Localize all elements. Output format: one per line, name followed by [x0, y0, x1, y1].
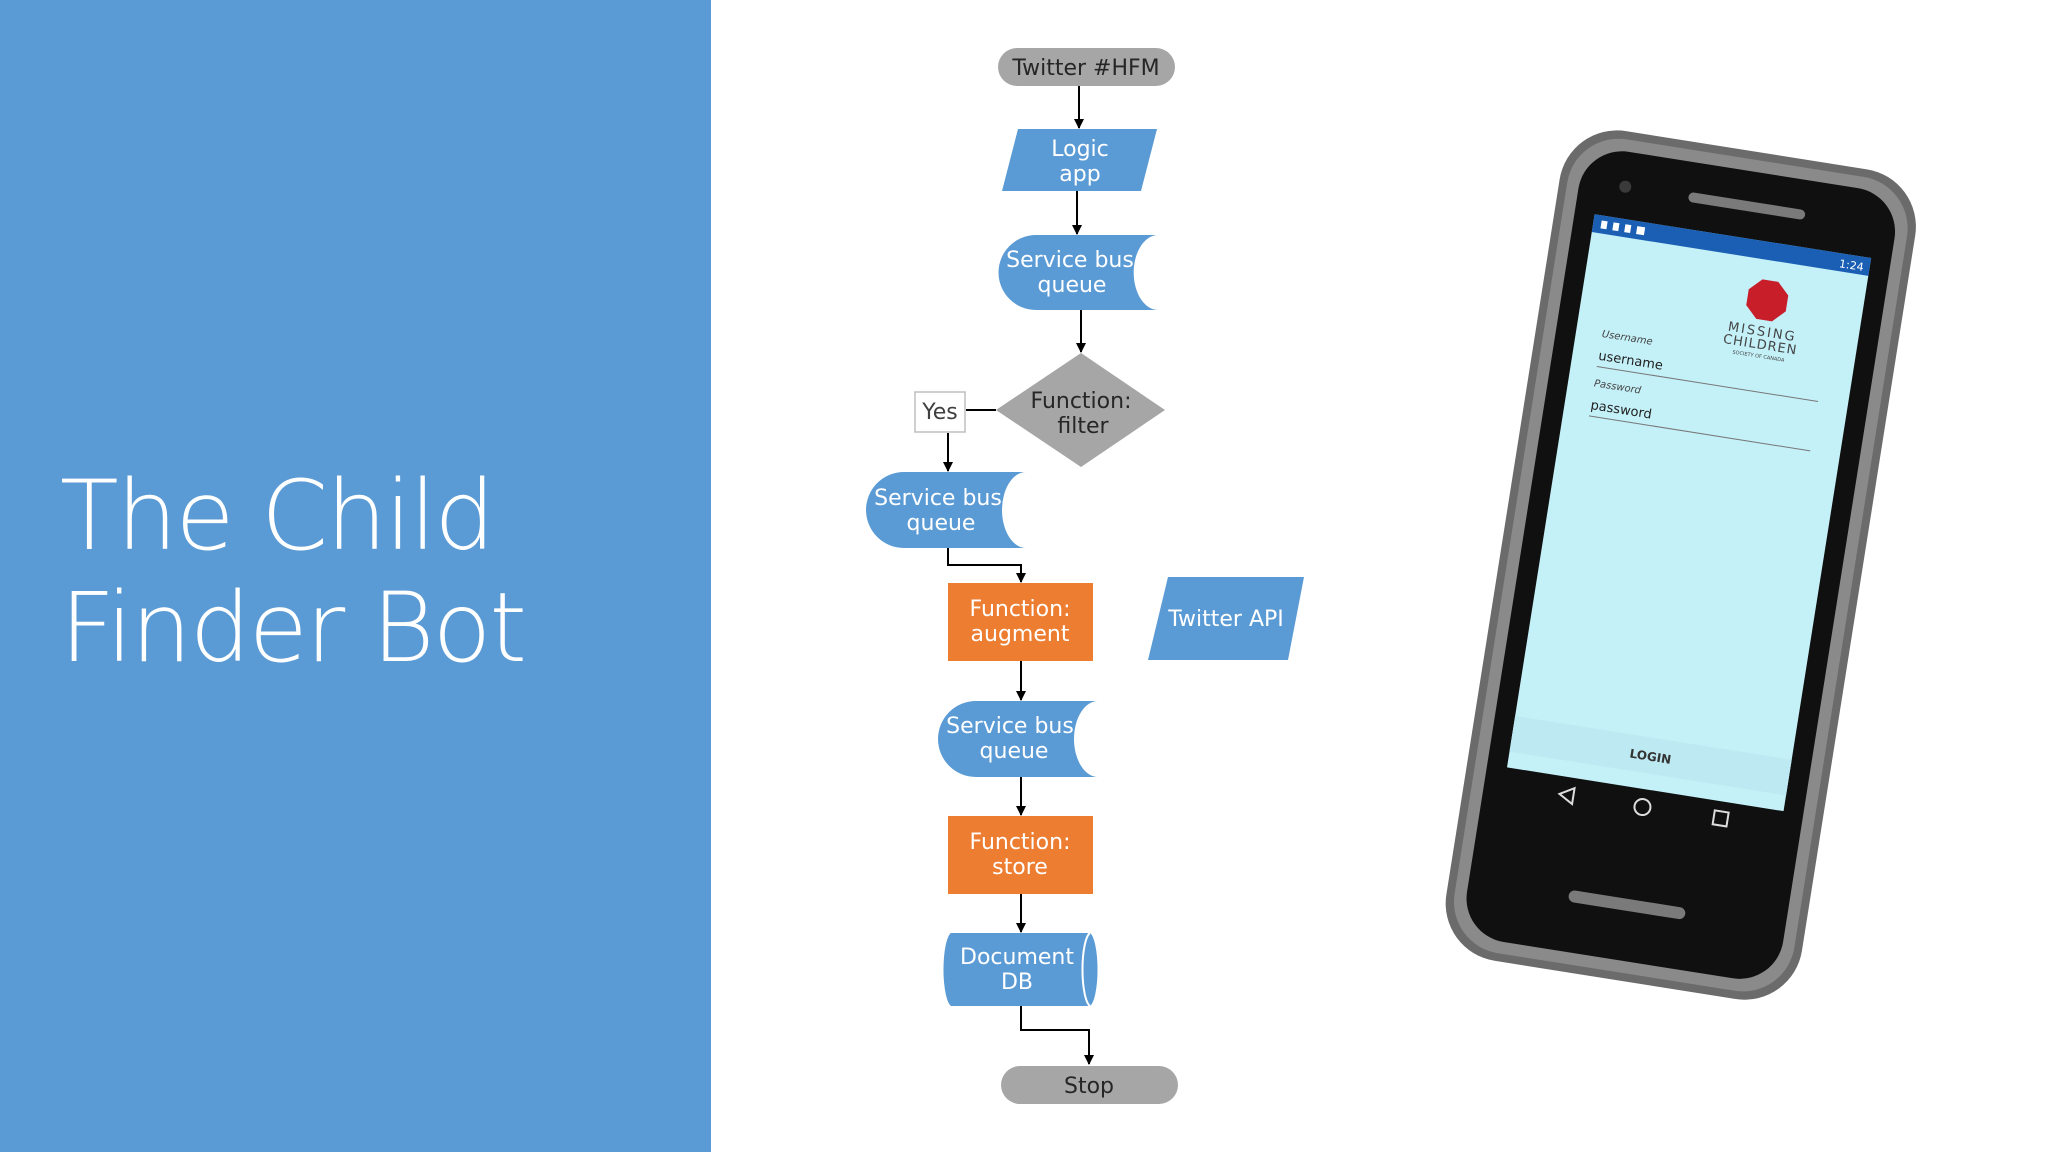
status-time: 1:24	[1838, 257, 1864, 274]
node-service-bus-queue-1-line-2: queue	[1038, 273, 1107, 298]
node-function-filter-line-1: Function:	[1031, 389, 1132, 414]
yes-label-box: Yes	[914, 391, 966, 433]
node-service-bus-queue-2: Service bus queue	[866, 472, 1026, 548]
slide-title-line-1: The Child	[60, 460, 495, 572]
slide-title-line-2: Finder Bot	[60, 572, 527, 684]
username-underline	[1596, 365, 1819, 403]
node-service-bus-queue-1-line-1: Service bus	[1006, 248, 1134, 273]
phone-status-bar	[1591, 214, 1872, 276]
node-twitter-api: Twitter API	[1148, 577, 1304, 660]
node-function-store: Function: store	[948, 816, 1093, 894]
connector-queue-2-to-augment	[947, 548, 1026, 583]
phone-bottom-speaker	[1568, 890, 1686, 920]
node-function-augment-line-2: augment	[971, 622, 1070, 647]
phone-screen	[1506, 214, 1872, 812]
node-service-bus-queue-2-line-2: queue	[907, 511, 976, 536]
android-nav-bar	[1557, 786, 1730, 828]
node-service-bus-queue-1: Service bus queue	[998, 235, 1158, 310]
node-stop: Stop	[1001, 1066, 1178, 1104]
node-twitter-api-label: Twitter API	[1167, 607, 1284, 632]
node-document-db-line-2: DB	[1001, 970, 1033, 995]
recents-icon[interactable]	[1711, 809, 1730, 828]
node-service-bus-queue-3-line-1: Service bus	[946, 714, 1074, 739]
node-service-bus-queue-3-line-2: queue	[980, 739, 1049, 764]
home-icon[interactable]	[1633, 798, 1652, 817]
node-document-db-line-1: Document	[960, 945, 1074, 970]
node-twitter-hfm-label: Twitter #HFM	[1011, 56, 1159, 81]
node-service-bus-queue-2-line-1: Service bus	[874, 486, 1002, 511]
node-logic-app-line-1: Logic	[1051, 137, 1109, 162]
node-function-augment-line-1: Function:	[970, 597, 1071, 622]
slide-title: The Child Finder Bot	[60, 460, 527, 684]
connector-db-to-stop	[1020, 1006, 1094, 1065]
yes-label: Yes	[921, 400, 958, 425]
node-function-store-line-2: store	[992, 855, 1048, 880]
login-button[interactable]	[1509, 716, 1792, 796]
flow-connectors	[943, 86, 1094, 1065]
phone-camera	[1619, 180, 1632, 193]
node-function-store-line-1: Function:	[970, 830, 1071, 855]
notification-icons	[1600, 220, 1646, 236]
node-stop-label: Stop	[1064, 1074, 1114, 1099]
node-function-filter: Function: filter	[996, 353, 1165, 467]
stop-sign-logo	[1746, 279, 1789, 322]
phone-top-speaker	[1688, 192, 1806, 220]
node-service-bus-queue-3: Service bus queue	[938, 701, 1098, 777]
password-underline	[1588, 415, 1811, 452]
node-document-db: Document DB	[943, 932, 1098, 1007]
back-icon[interactable]	[1557, 786, 1576, 806]
node-function-filter-line-2: filter	[1057, 414, 1109, 439]
node-logic-app-line-2: app	[1059, 162, 1100, 187]
login-button-label: LOGIN	[1629, 746, 1672, 766]
node-twitter-hfm: Twitter #HFM	[998, 48, 1175, 86]
title-panel: The Child Finder Bot	[0, 0, 711, 1152]
node-logic-app: Logic app	[1002, 129, 1157, 191]
node-function-augment: Function: augment	[948, 583, 1093, 661]
